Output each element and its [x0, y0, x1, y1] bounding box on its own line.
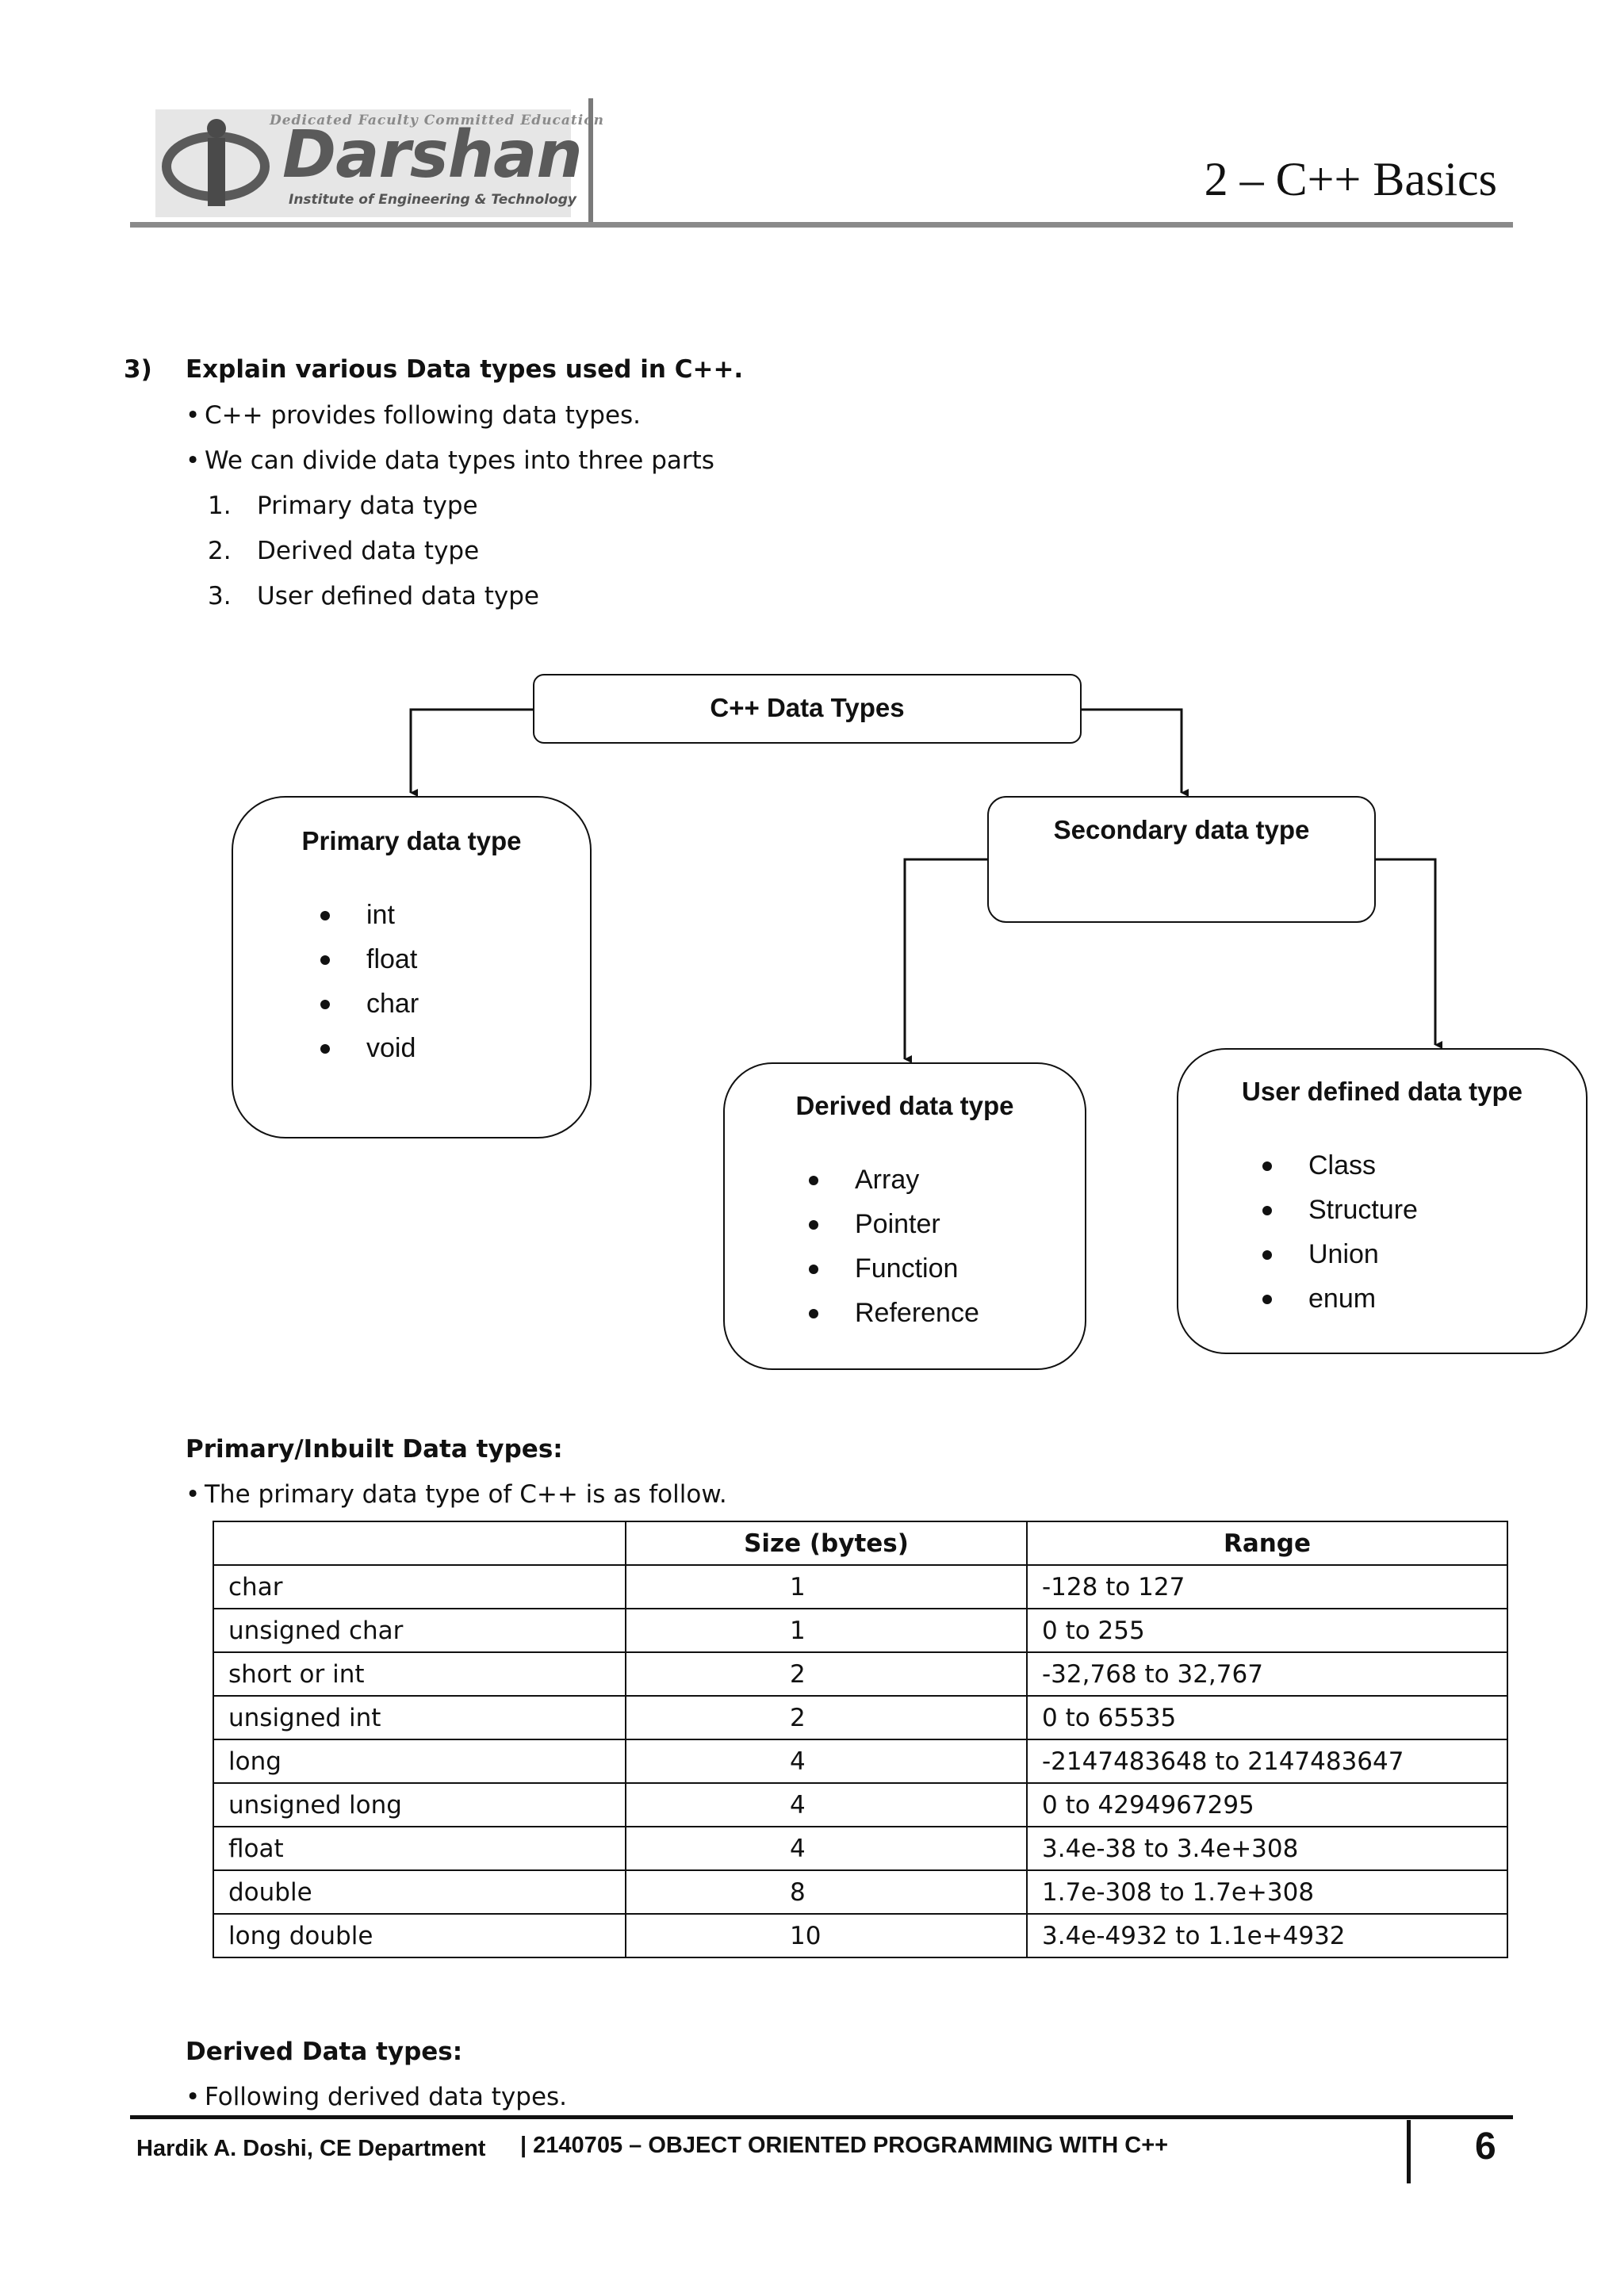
bullet-dot: •: [186, 446, 201, 475]
footer-course: | 2140705 – OBJECT ORIENTED PROGRAMMING …: [520, 2133, 1169, 2158]
node-title: Secondary data type: [1053, 815, 1310, 844]
logo-tagline: Dedicated Faculty Committed Education: [270, 113, 604, 128]
chapter-title: 2 – C++ Basics: [1204, 153, 1497, 205]
table-cell: 3.4e-38 to 3.4e+308: [1026, 1826, 1508, 1871]
table-cell: 0 to 4294967295: [1026, 1782, 1508, 1827]
connector-secondary-user-defined: [1376, 858, 1442, 1049]
footer-author: Hardik A. Doshi, CE Department: [136, 2136, 486, 2161]
table-cell: 4: [625, 1739, 1028, 1784]
table-cell: -2147483648 to 2147483647: [1026, 1739, 1508, 1784]
table-cell: 1: [625, 1564, 1028, 1609]
list-item: Function: [804, 1246, 979, 1291]
node-title: Derived data type: [795, 1091, 1014, 1120]
connector-secondary-derived: [903, 858, 987, 1063]
table-cell: 0 to 255: [1026, 1608, 1508, 1653]
list-item: Array: [804, 1158, 979, 1202]
list-item: Structure: [1258, 1188, 1418, 1232]
root-node-cpp-data-types: C++ Data Types: [533, 674, 1082, 744]
connector-root-secondary: [1082, 708, 1189, 797]
list-item: Class: [1258, 1143, 1418, 1188]
table-cell: 0 to 65535: [1026, 1695, 1508, 1740]
table-header-row: Size (bytes) Range: [213, 1521, 1508, 1566]
numbered-item: 3.User defined data type: [208, 582, 539, 610]
table-row: short or int 2 -32,768 to 32,767: [213, 1651, 1508, 1697]
connector-root-primary: [409, 708, 533, 797]
question-text: Explain various Data types used in C++.: [186, 355, 744, 384]
table-cell: 2: [625, 1651, 1028, 1697]
table-cell: 4: [625, 1826, 1028, 1871]
table-cell: 2: [625, 1695, 1028, 1740]
logo-emblem-icon: [162, 119, 270, 206]
logo-name: Darshan: [282, 117, 583, 193]
list-item: char: [316, 982, 419, 1026]
footer-rule: [130, 2115, 1513, 2119]
table-row: long 4 -2147483648 to 2147483647: [213, 1739, 1508, 1784]
table-cell: float: [213, 1826, 626, 1871]
node-list: Class Structure Union enum: [1258, 1143, 1418, 1321]
table-cell: long: [213, 1739, 626, 1784]
table-cell: long double: [213, 1913, 626, 1958]
table-cell: unsigned int: [213, 1695, 626, 1740]
table-cell: 1.7e-308 to 1.7e+308: [1026, 1869, 1508, 1915]
bullet-dot: •: [186, 2083, 201, 2111]
bullet-dot: •: [186, 401, 201, 430]
table-cell: short or int: [213, 1651, 626, 1697]
table-row: unsigned char 1 0 to 255: [213, 1608, 1508, 1653]
bullet-item: •Following derived data types.: [186, 2083, 568, 2111]
node-title: C++ Data Types: [710, 693, 905, 722]
node-secondary-data-type: Secondary data type: [987, 796, 1376, 923]
node-list: Array Pointer Function Reference: [804, 1158, 979, 1335]
header-divider-vertical: [588, 98, 593, 225]
table-cell: 8: [625, 1869, 1028, 1915]
section-heading-derived: Derived Data types:: [186, 2038, 463, 2066]
numbered-item: 2.Derived data type: [208, 537, 480, 565]
primary-data-types-table: Size (bytes) Range char 1 -128 to 127 un…: [213, 1521, 1508, 1958]
table-cell: 10: [625, 1913, 1028, 1958]
table-cell: 3.4e-4932 to 1.1e+4932: [1026, 1913, 1508, 1958]
node-title: Primary data type: [301, 826, 522, 855]
list-item: Union: [1258, 1232, 1418, 1276]
list-item: Reference: [804, 1291, 979, 1335]
table-row: char 1 -128 to 127: [213, 1564, 1508, 1609]
table-cell: -32,768 to 32,767: [1026, 1651, 1508, 1697]
list-item: enum: [1258, 1276, 1418, 1321]
table-cell: char: [213, 1564, 626, 1609]
column-header: [213, 1521, 626, 1566]
bullet-item: •We can divide data types into three par…: [186, 446, 714, 475]
page-number: 6: [1475, 2126, 1496, 2168]
table-cell: -128 to 127: [1026, 1564, 1508, 1609]
list-item: float: [316, 937, 419, 982]
list-item: Pointer: [804, 1202, 979, 1246]
node-user-defined-data-type: User defined data type Class Structure U…: [1177, 1048, 1588, 1354]
footer-divider-vertical: [1407, 2120, 1411, 2183]
bullet-item: •The primary data type of C++ is as foll…: [186, 1480, 727, 1509]
column-header-range: Range: [1026, 1521, 1508, 1566]
table-cell: 1: [625, 1608, 1028, 1653]
table-row: unsigned int 2 0 to 65535: [213, 1695, 1508, 1740]
logo-subtitle: Institute of Engineering & Technology: [289, 192, 576, 208]
list-item: int: [316, 893, 419, 937]
node-derived-data-type: Derived data type Array Pointer Function…: [723, 1062, 1086, 1370]
institute-logo: Dedicated Faculty Committed Education Da…: [155, 109, 603, 217]
node-title: User defined data type: [1242, 1077, 1522, 1106]
table-row: float 4 3.4e-38 to 3.4e+308: [213, 1826, 1508, 1871]
table-cell: double: [213, 1869, 626, 1915]
node-primary-data-type: Primary data type int float char void: [232, 796, 592, 1138]
bullet-item: •C++ provides following data types.: [186, 401, 642, 430]
table-cell: unsigned long: [213, 1782, 626, 1827]
table-cell: 4: [625, 1782, 1028, 1827]
column-header-size: Size (bytes): [625, 1521, 1028, 1566]
node-list: int float char void: [316, 893, 419, 1070]
bullet-dot: •: [186, 1480, 201, 1509]
question-number: 3): [124, 355, 152, 384]
numbered-item: 1.Primary data type: [208, 492, 478, 520]
section-heading-primary: Primary/Inbuilt Data types:: [186, 1435, 563, 1464]
list-item: void: [316, 1026, 419, 1070]
header-rule: [130, 222, 1513, 228]
table-row: double 8 1.7e-308 to 1.7e+308: [213, 1869, 1508, 1915]
table-row: unsigned long 4 0 to 4294967295: [213, 1782, 1508, 1827]
table-row: long double 10 3.4e-4932 to 1.1e+4932: [213, 1913, 1508, 1958]
table-cell: unsigned char: [213, 1608, 626, 1653]
